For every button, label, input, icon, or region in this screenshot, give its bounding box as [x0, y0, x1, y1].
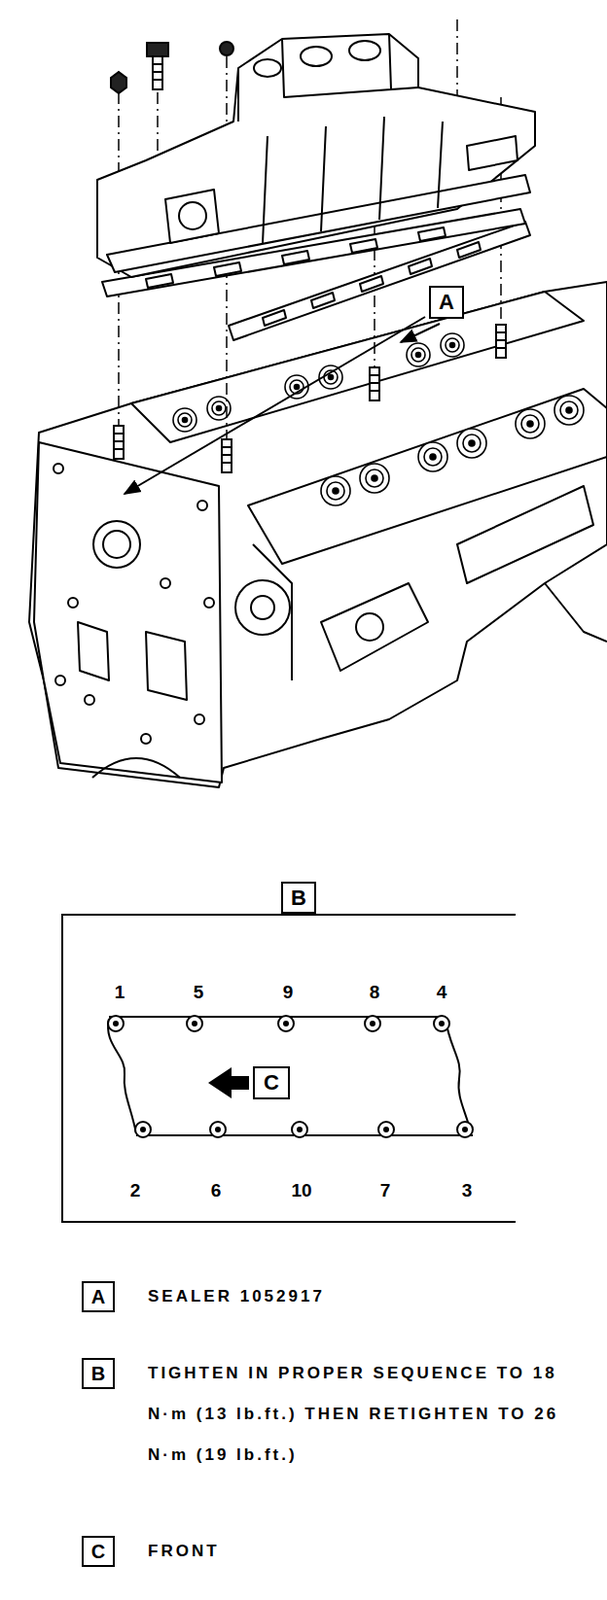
callout-letter: A: [438, 291, 455, 314]
bolt-sequence-number: 6: [211, 1181, 222, 1201]
note-text: FRONT: [147, 1532, 586, 1573]
bolt-sequence-number: 7: [380, 1181, 392, 1201]
note-text: TIGHTEN IN PROPER SEQUENCE TO 18 N·m (13…: [147, 1354, 586, 1477]
studs: [113, 324, 506, 473]
note-text: SEALER 1052917: [147, 1277, 586, 1319]
front-arrow: [208, 1068, 250, 1100]
legend-entry: CFRONT: [81, 1536, 604, 1578]
callout-box: A: [428, 285, 465, 320]
leader-lines: [124, 317, 440, 495]
sequence-panel: 1 5 9 8 4 2 6 10 7 3 C: [61, 914, 516, 1224]
legend-entry: BTIGHTEN IN PROPER SEQUENCE TO 18 N·m (1…: [81, 1358, 604, 1496]
bolt-sequence-number: 1: [114, 983, 126, 1002]
bolt-sequence-number: 2: [130, 1181, 142, 1201]
legend-entry: ASEALER 1052917: [81, 1282, 604, 1323]
bolt-sequence-number: 10: [290, 1181, 312, 1201]
bolt-sequence-number: 5: [193, 983, 205, 1002]
engine-block: [29, 282, 607, 788]
callout-box: B: [281, 882, 317, 915]
bolt-sequence-number: 3: [462, 1181, 473, 1201]
callout-box: C: [252, 1067, 290, 1101]
bolt-sequence-number: 9: [283, 983, 294, 1002]
valve-springs: [173, 333, 584, 506]
callout-letter: C: [263, 1072, 280, 1095]
bolt-sequence-number: 4: [436, 983, 448, 1002]
intake-manifold: [97, 34, 536, 278]
callout-letter: B: [81, 1358, 115, 1391]
manifold-gasket-outline: [107, 1016, 473, 1139]
callout-letter: B: [290, 888, 307, 910]
callout-letter: C: [81, 1536, 115, 1569]
bolt-sequence-number: 8: [369, 983, 381, 1002]
callout-letter: A: [81, 1282, 115, 1314]
fasteners: [110, 41, 234, 94]
